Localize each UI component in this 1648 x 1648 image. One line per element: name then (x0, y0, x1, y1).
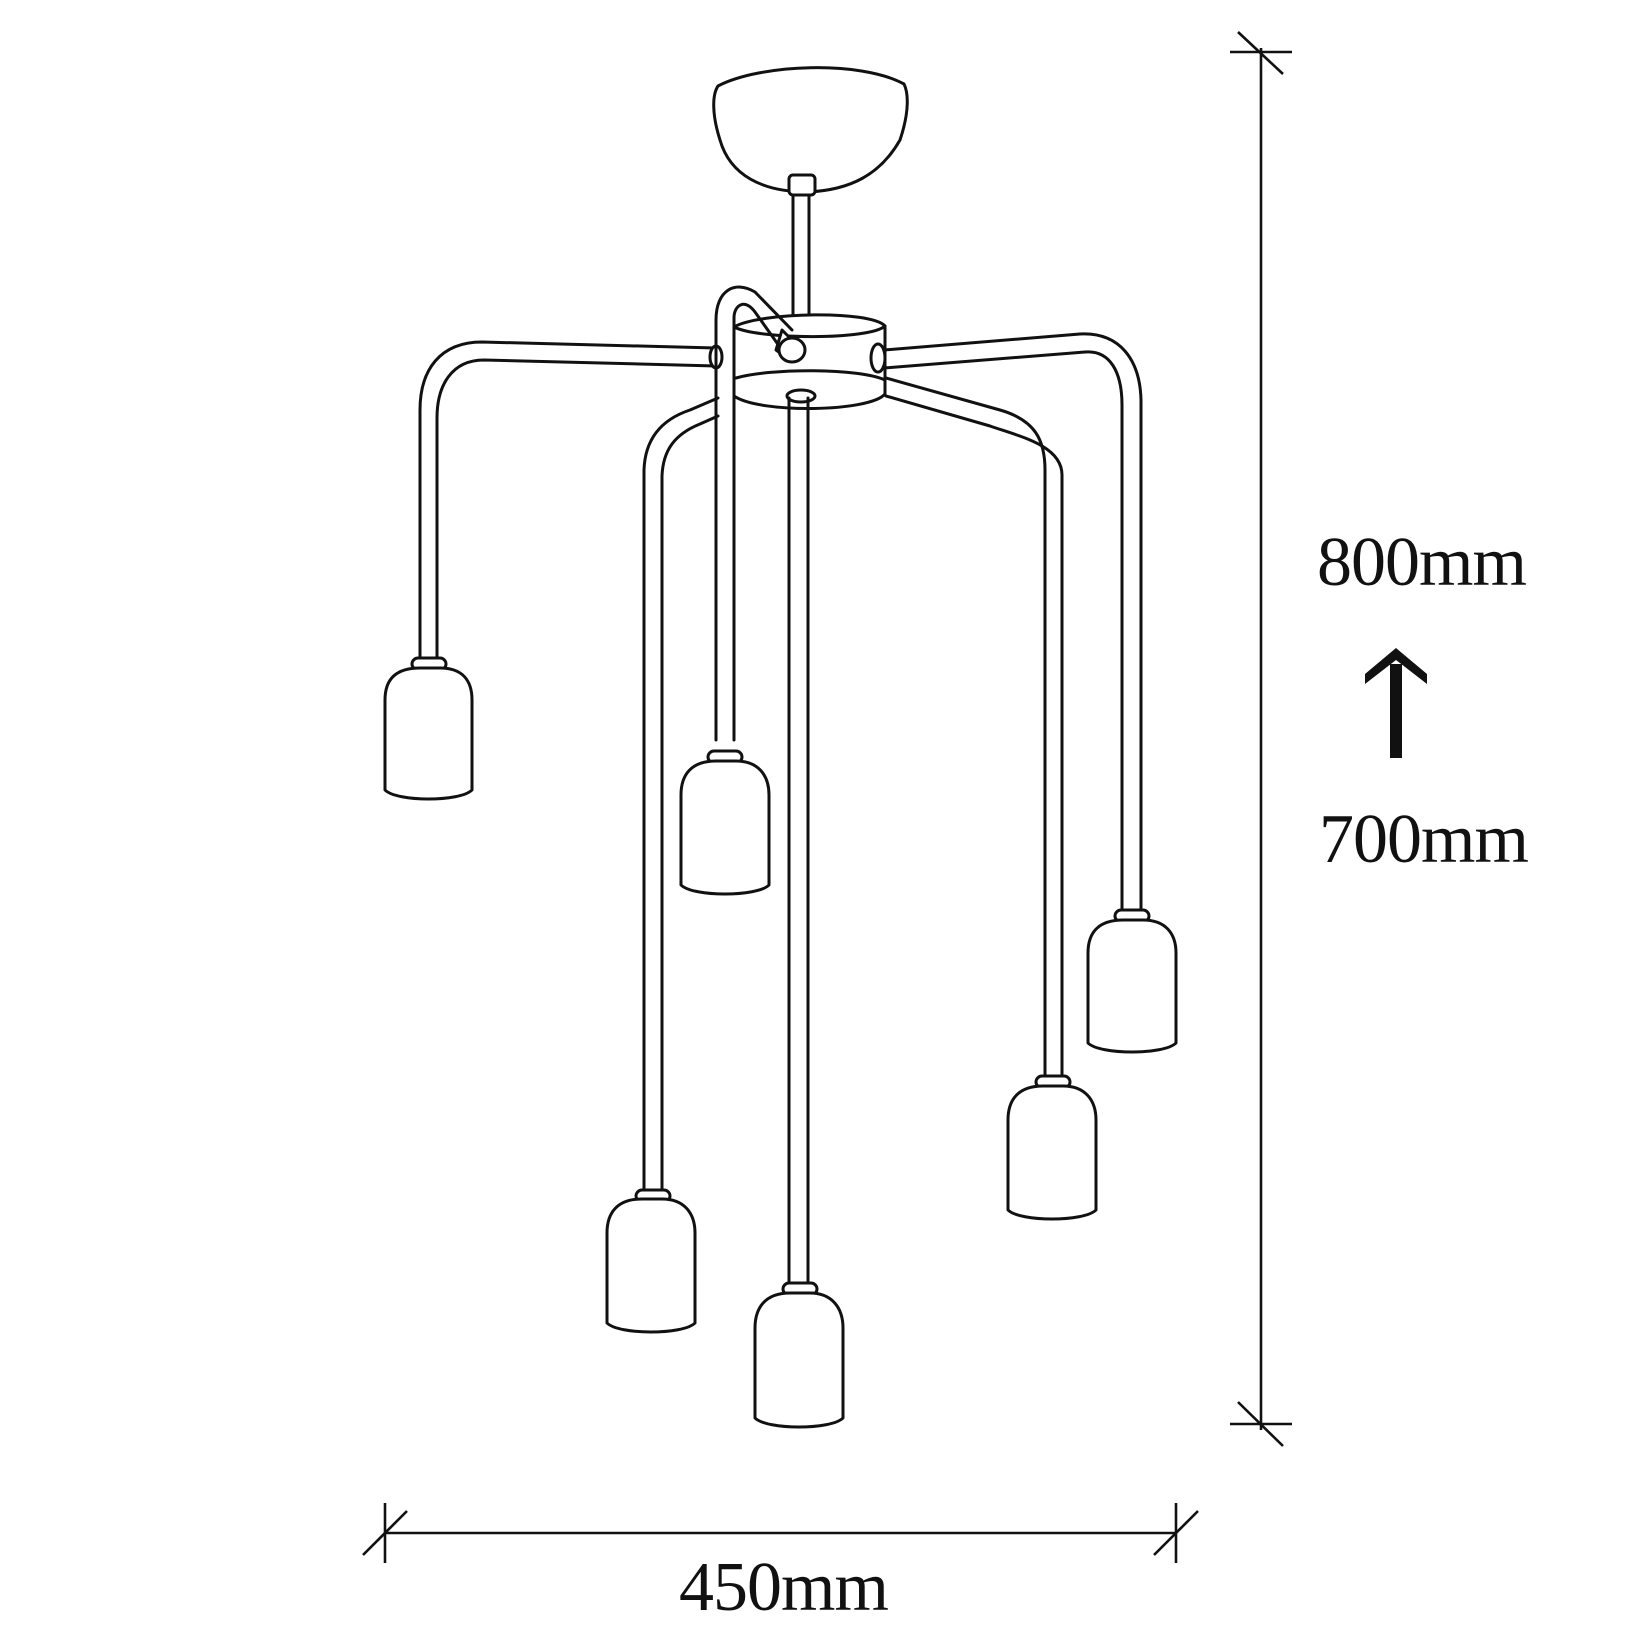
height-max-label: 800mm (1317, 524, 1527, 601)
arm-right (882, 332, 1143, 914)
central-hub (732, 313, 887, 411)
arm-bottom-left (642, 396, 720, 1198)
socket-middle-left (679, 749, 771, 896)
socket-upper-left (383, 656, 474, 801)
drop-rod (791, 193, 811, 320)
height-min-label: 700mm (1319, 801, 1529, 878)
arm-left (418, 340, 724, 662)
socket-right-middle (1006, 1074, 1098, 1221)
height-dimension-line (1230, 31, 1292, 1447)
socket-right (1086, 908, 1178, 1054)
arm-right-middle (884, 376, 1064, 1080)
arm-hook (714, 285, 807, 742)
ceiling-canopy (712, 66, 909, 197)
socket-bottom-center (753, 1281, 845, 1429)
width-label: 450mm (679, 1549, 889, 1626)
socket-bottom-left (605, 1188, 697, 1334)
up-arrow-icon (1365, 648, 1427, 758)
width-dimension-line (362, 1503, 1199, 1563)
arm-center (787, 396, 810, 1290)
